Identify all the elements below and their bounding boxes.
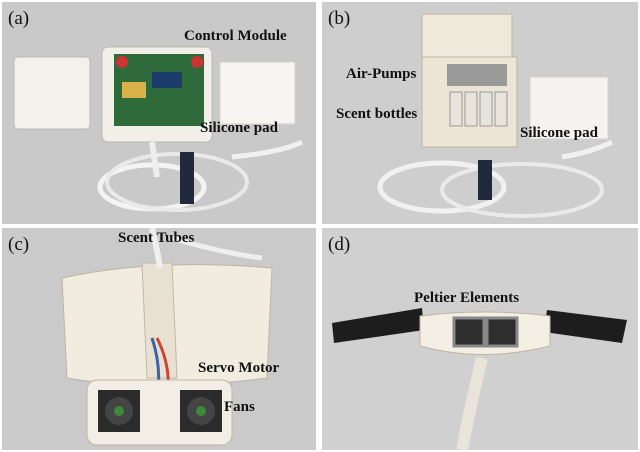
- panel-b-label: (b): [328, 8, 351, 29]
- peltier-elements-label: Peltier Elements: [414, 290, 520, 306]
- control-module-photo: [2, 2, 316, 224]
- scent-tubes-label: Scent Tubes: [118, 230, 195, 246]
- scent-module-photo: [322, 2, 638, 224]
- scent-bottles-label: Scent bottles: [336, 106, 418, 122]
- fans-label: Fans: [224, 399, 255, 415]
- panel-b-photo: (b) Air-Pumps Scent bottles Silicone pad: [322, 2, 638, 224]
- silicone-pad-label-b: Silicone pad: [520, 125, 598, 141]
- servo-motor-label: Servo Motor: [198, 360, 280, 376]
- headset-interior-photo: [2, 228, 316, 450]
- silicone-pad-label-a: Silicone pad: [200, 120, 278, 136]
- air-pumps-label: Air-Pumps: [346, 66, 417, 82]
- peltier-strap-photo: [322, 228, 638, 450]
- panel-a-label: (a): [8, 8, 30, 29]
- panel-c-label: (c): [8, 234, 30, 255]
- panel-c-photo: (c) Scent Tubes Servo Motor Fans: [2, 228, 316, 450]
- panel-d-photo: (d) Peltier Elements: [322, 228, 638, 450]
- control-module-label: Control Module: [184, 28, 287, 44]
- panel-d-label: (d): [328, 234, 351, 255]
- panel-a-photo: (a) Control Module Silicone pad: [2, 2, 316, 224]
